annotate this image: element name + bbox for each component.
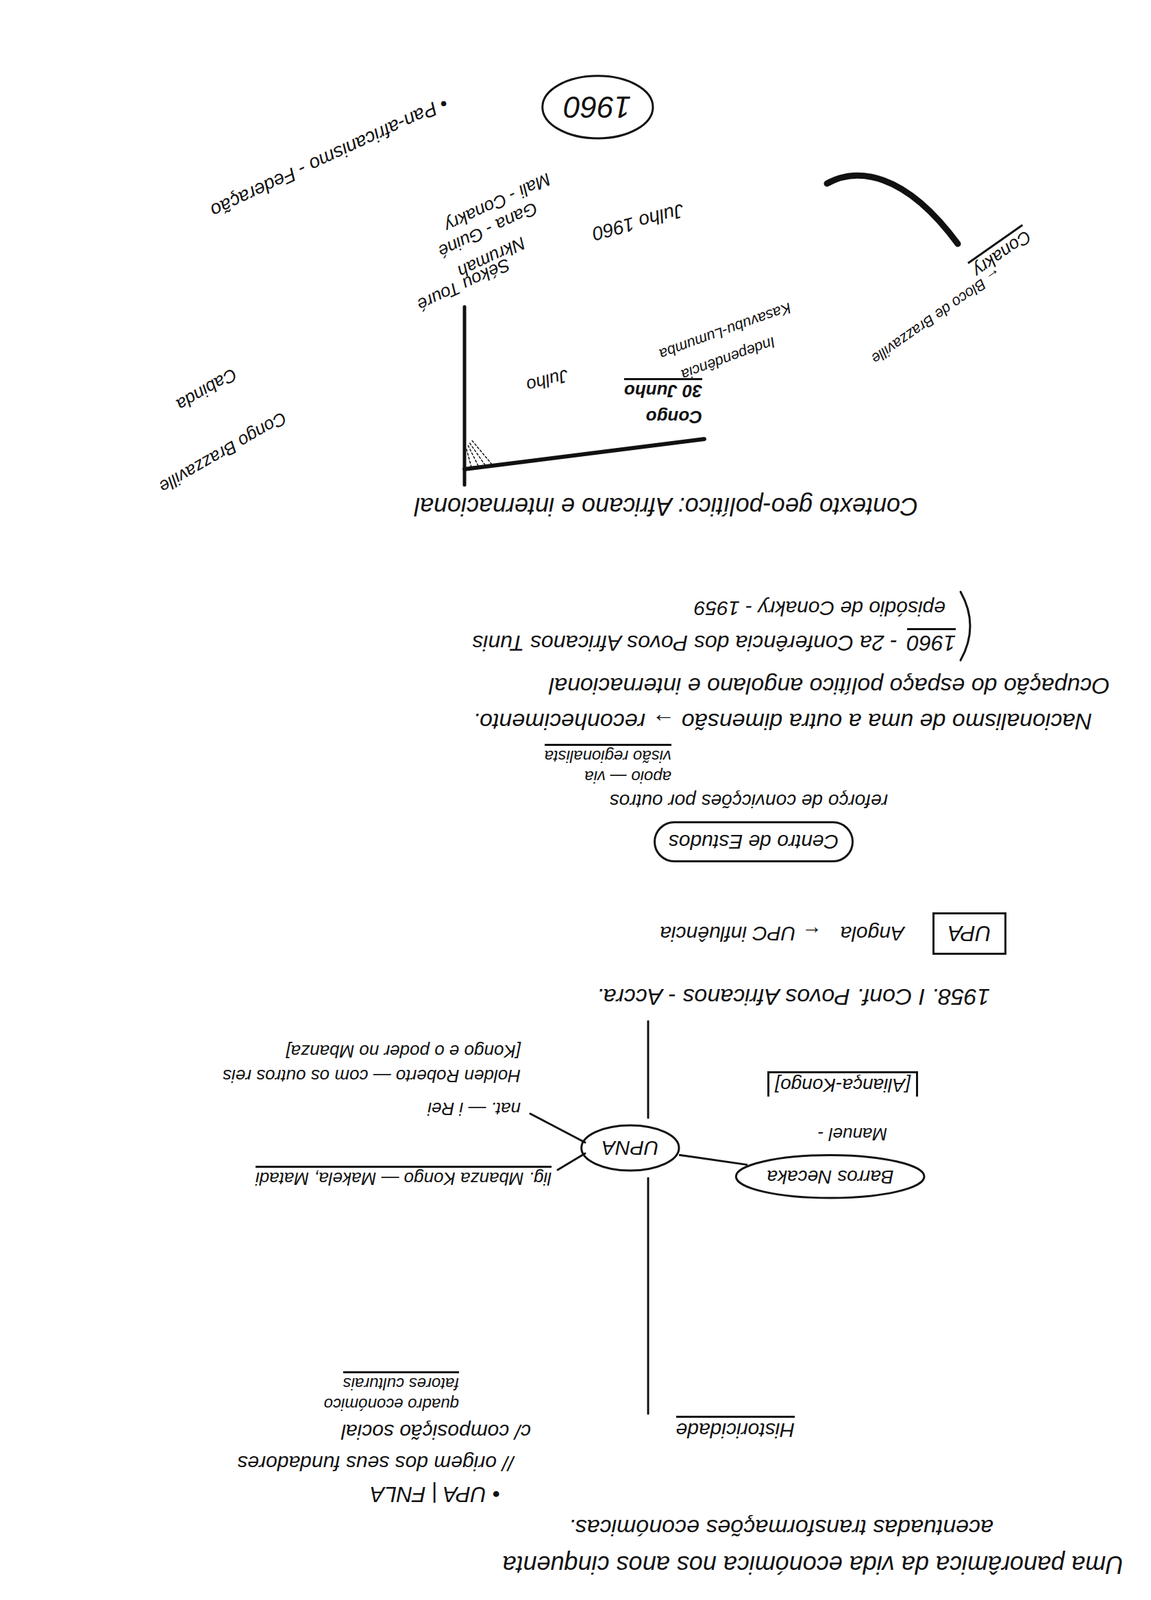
branch-line [557,1153,586,1171]
node-text: UPA [947,920,991,947]
note-text: • Pan-africanismo - Federação [206,91,452,222]
note-text: lig. Mbanza Kongo — Makela, Matadi [255,1166,552,1190]
axis-line [464,439,705,470]
note-text: [Kongo e o poder no Mbanza] [285,1040,521,1062]
node-text-group: UPA [947,920,991,947]
note-text: Julho 1960 [589,198,687,246]
note-text: • UPA | FNLA [369,1481,501,1508]
note-text: ← UPC influência [659,921,823,947]
note-text: Historicidade [676,1416,795,1443]
note-text: acentuadas transformações económicas. [568,1514,994,1543]
note-text: quadro económico [324,1394,460,1415]
node-text-group: 1960 [563,89,631,126]
branch-line [530,1114,586,1143]
node-text-group: UPNA [601,1135,659,1161]
note-text: Holden Roberto — com os outros reis [222,1065,521,1087]
note-text: Nacionalismo de uma a outra dimensão → r… [473,707,1093,736]
ellipse-shape [581,1125,679,1171]
note-text: Julho [524,364,571,396]
note-text: ← Bloco de Brazzaville [868,263,1006,368]
connector-line [678,1155,748,1165]
rounded-box-node: Centro de Estudos [653,821,854,863]
note-text: fatores culturais [343,1371,460,1394]
node-text-group: Barros Necaka [766,1165,894,1189]
bracket [960,591,971,661]
node-text-group: Centro de Estudos [668,829,839,855]
timeline-line [647,1021,650,1119]
note-text: Uma panorâmica da vida económica nos ano… [502,1550,1124,1580]
ellipse-node: UPNA [579,1123,682,1173]
note-text: reforço de convicções por outros [609,789,888,813]
ellipse-node: 1960 [539,73,655,140]
note-text: apoio — via [584,766,672,787]
note-text: Angola [840,921,905,947]
note-text: Congo [646,406,703,428]
node-text: UPNA [601,1135,659,1161]
box-node: UPA [932,912,1006,956]
note-text: // origem dos seus fundadores [237,1451,514,1476]
note-text: Manuel - [818,1123,888,1145]
curved-arrow [826,175,958,244]
ellipse-shape [541,75,653,138]
note-text: - 2a Conferência dos Povos Africanos Tun… [472,630,898,657]
node-text: Barros Necaka [766,1165,894,1189]
note-text: 1960 [907,628,956,657]
ellipse-node: Barros Necaka [734,1153,927,1201]
note-text: [Aliança-Kongo] [767,1071,919,1097]
timeline-line [647,1178,650,1415]
note-text: c/ composição social [341,1419,531,1445]
note-text: 30 Junho [624,378,703,402]
note-text: Ocupação do espaço político angolano e i… [549,672,1110,701]
node-text: Centro de Estudos [668,829,839,855]
hatching [466,439,492,468]
note-text: 1958. I Conf. Povos Africanos - Accra. [596,983,990,1012]
node-text: 1960 [563,89,631,126]
note-text: Congo Brazzaville [155,407,291,499]
ellipse-shape [736,1155,925,1199]
note-text: Cabinda [172,363,241,416]
note-text: nat. — i Rei [427,1098,521,1120]
note-text: visão regionalista [544,744,672,766]
note-text: episódio de Conakry - 1959 [694,596,946,621]
axis-line [463,306,467,486]
note-text: Contexto geo-político: Africano e intern… [414,491,919,522]
